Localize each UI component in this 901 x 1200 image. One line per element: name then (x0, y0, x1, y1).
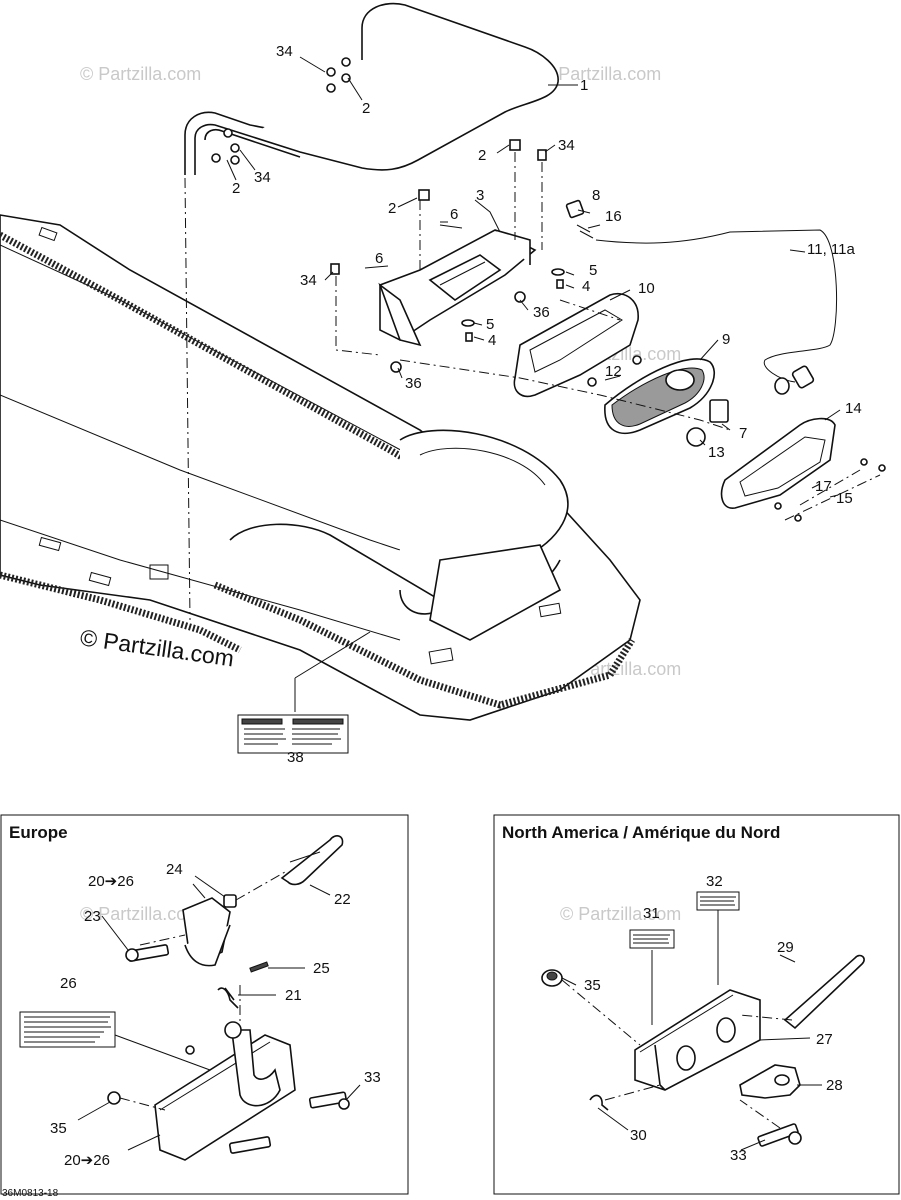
callout-35: 35 (584, 977, 601, 994)
callout-4: 4 (488, 332, 496, 349)
callout-21: 21 (285, 987, 302, 1004)
watermark-faint: © Partzilla.com (560, 904, 681, 924)
callout-9: 9 (722, 331, 730, 348)
callout-34: 34 (276, 43, 293, 60)
callout-34: 34 (558, 137, 575, 154)
leader-lines (226, 56, 841, 712)
callout-12: 12 (605, 363, 622, 380)
north-america-panel: North America / Amérique du Nord (493, 814, 900, 1195)
callout-6: 6 (375, 250, 383, 267)
callout-33: 33 (364, 1069, 381, 1086)
callout-25: 25 (313, 960, 330, 977)
taillight-reflector (604, 358, 715, 434)
light-bracket (378, 229, 537, 347)
europe-panel: Europe (0, 814, 409, 1195)
callout-15: 15 (836, 490, 853, 507)
north-america-title: North America / Amérique du Nord (502, 823, 780, 842)
callout-16: 16 (605, 208, 622, 225)
watermark-faint: © Partzilla.com (80, 904, 201, 924)
callout-5: 5 (589, 262, 597, 279)
callout-34: 34 (254, 169, 271, 186)
callout-22: 22 (334, 891, 351, 908)
callout-11: 11, 11a (807, 241, 855, 258)
callout-2: 2 (388, 200, 396, 217)
callout-14: 14 (845, 400, 862, 417)
callout-35: 35 (50, 1120, 67, 1137)
callout-26: 26 (60, 975, 77, 992)
callout-1: 1 (580, 77, 588, 94)
callout-36: 36 (405, 375, 422, 392)
snowmobile-tunnel (0, 214, 641, 721)
callout-28: 28 (826, 1077, 843, 1094)
taillight-lens (720, 417, 836, 509)
callout-20-26: 20➔26 (88, 873, 134, 890)
callout-23: 23 (84, 908, 101, 925)
callout-8: 8 (592, 187, 600, 204)
connector (565, 199, 594, 239)
watermark-faint: © Partzilla.com (80, 64, 201, 84)
callout-4: 4 (582, 278, 590, 295)
callout-29: 29 (777, 939, 794, 956)
callout-34: 34 (300, 272, 317, 289)
bulb-socket (686, 399, 729, 447)
europe-title: Europe (9, 823, 68, 842)
main-watermark: © Partzilla.com (79, 624, 236, 671)
assembly-lines (184, 152, 881, 621)
callout-31: 31 (643, 905, 660, 922)
callout-33: 33 (730, 1147, 747, 1164)
wiring-harness (595, 229, 838, 395)
watermark-faint: © Partzilla.com (540, 64, 661, 84)
warning-decal-38 (237, 714, 349, 754)
callout-3: 3 (476, 187, 484, 204)
callout-30: 30 (630, 1127, 647, 1144)
callout-2: 2 (478, 147, 486, 164)
callout-2: 2 (362, 100, 370, 117)
callout-6: 6 (450, 206, 458, 223)
top-callouts: 1 34 2 34 2 2 34 2 3 6 6 34 5 4 36 5 4 3… (232, 43, 862, 766)
watermark-main: © Partzilla.com (79, 624, 236, 671)
callout-32: 32 (706, 873, 723, 890)
callout-38: 38 (287, 749, 304, 766)
callout-27: 27 (816, 1031, 833, 1048)
callout-2: 2 (232, 180, 240, 197)
top-hardware (211, 57, 886, 522)
callout-13: 13 (708, 444, 725, 461)
callout-7: 7 (739, 425, 747, 442)
callout-24: 24 (166, 861, 183, 878)
callout-5: 5 (486, 316, 494, 333)
callout-20-26: 20➔26 (64, 1152, 110, 1169)
callout-36: 36 (533, 304, 550, 321)
callout-17: 17 (815, 478, 832, 495)
diagram-code: 36M0813-18 (2, 1188, 59, 1199)
callout-10: 10 (638, 280, 655, 297)
